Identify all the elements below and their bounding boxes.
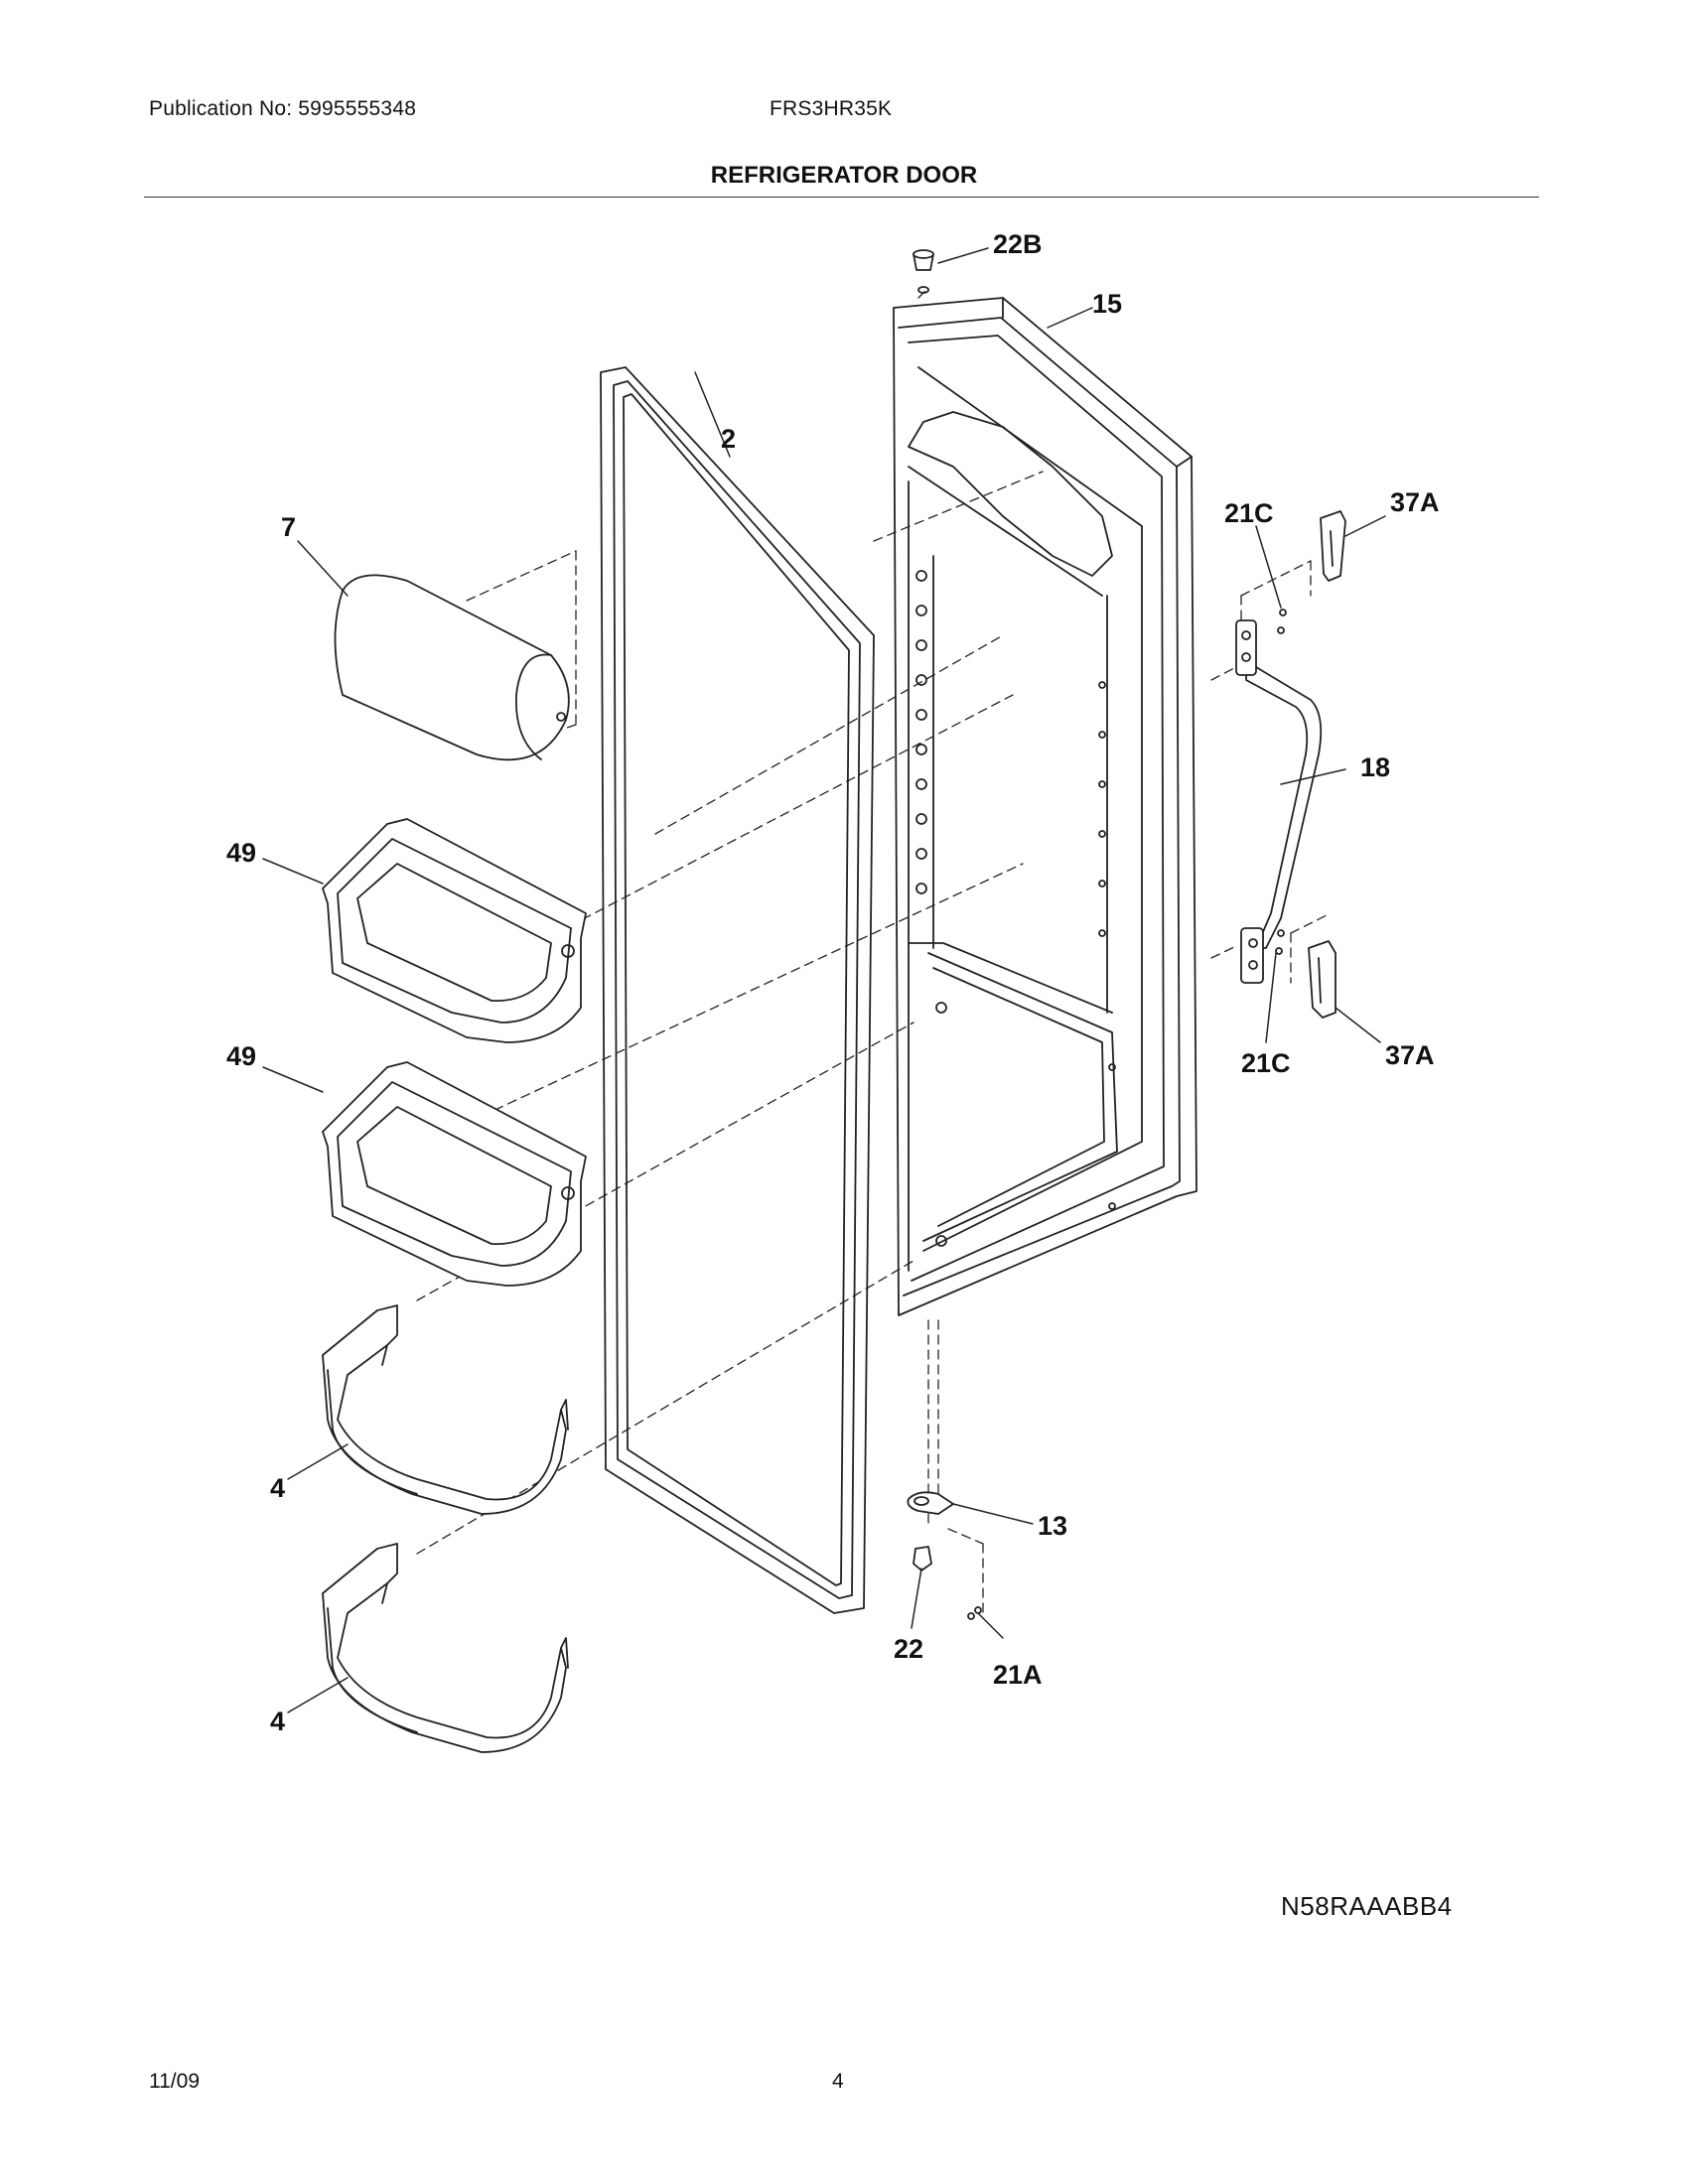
page-title: REFRIGERATOR DOOR bbox=[710, 162, 978, 189]
publication-number: Publication No: 5995555348 bbox=[149, 97, 417, 120]
handle-trim-top-part bbox=[1320, 510, 1346, 582]
hinge-plug-part bbox=[913, 249, 934, 294]
header-divider bbox=[144, 197, 1539, 198]
callout-22b: 22B bbox=[993, 229, 1043, 259]
door-shelf-lower-part bbox=[322, 1543, 569, 1753]
callout-22: 22 bbox=[894, 1634, 923, 1664]
callout-4-upper: 4 bbox=[270, 1473, 285, 1503]
callout-21c-bottom: 21C bbox=[1241, 1048, 1291, 1078]
model-number: FRS3HR35K bbox=[770, 97, 893, 120]
callout-21a: 21A bbox=[993, 1660, 1043, 1690]
publication-date: 11/09 bbox=[149, 2070, 200, 2093]
door-gasket-part bbox=[600, 366, 875, 1614]
handle-screws-part bbox=[1275, 609, 1287, 955]
door-bin-lower-part bbox=[322, 1061, 587, 1287]
door-bin-upper-part bbox=[322, 818, 587, 1043]
callout-leaders bbox=[262, 247, 1386, 1713]
callout-2: 2 bbox=[721, 424, 736, 454]
callout-7: 7 bbox=[281, 512, 296, 542]
door-handle-part bbox=[1235, 619, 1323, 984]
callout-18: 18 bbox=[1360, 752, 1390, 782]
callout-37a-top: 37A bbox=[1390, 487, 1440, 517]
page-number: 4 bbox=[832, 2070, 844, 2093]
handle-trim-bottom-part bbox=[1308, 940, 1336, 1019]
callout-49-lower: 49 bbox=[226, 1041, 256, 1071]
bottom-hinge-part bbox=[907, 1491, 954, 1515]
callout-49-upper: 49 bbox=[226, 838, 256, 868]
door-shelf-upper-part bbox=[322, 1304, 569, 1515]
callout-15: 15 bbox=[1092, 289, 1122, 319]
callout-21c-top: 21C bbox=[1224, 498, 1274, 528]
hinge-bushing-part bbox=[913, 1546, 932, 1571]
callout-37a-bottom: 37A bbox=[1385, 1040, 1435, 1070]
door-panel-part bbox=[893, 297, 1197, 1316]
callout-13: 13 bbox=[1038, 1511, 1067, 1541]
diagram-code: N58RAAABB4 bbox=[1281, 1891, 1453, 1921]
dairy-door-cover-part bbox=[334, 574, 570, 761]
callout-4-lower: 4 bbox=[270, 1706, 285, 1736]
